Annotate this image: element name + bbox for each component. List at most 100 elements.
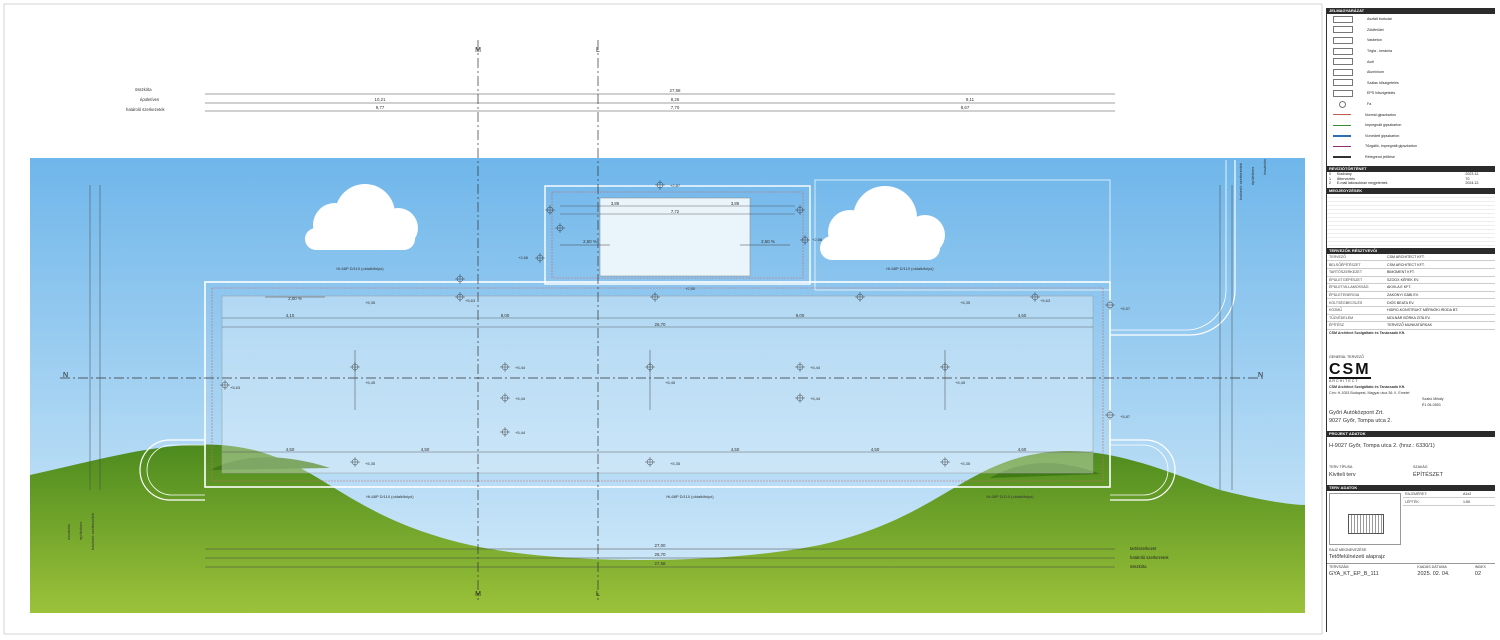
elev-label-22: +5,35	[960, 461, 971, 466]
general-designer-label: GENERÁL TERVEZŐ	[1329, 354, 1364, 359]
access-road	[1110, 160, 1236, 336]
legend-swatch	[1333, 156, 1351, 158]
slope-arrows	[265, 244, 946, 410]
legend-label: Rétegrend jelölése	[1365, 154, 1395, 159]
phase-label: TERV TÍPUSA	[1329, 465, 1353, 470]
sheet-size-value: A1x2	[1463, 492, 1472, 497]
row-a-dim-4: 4,60	[1018, 313, 1027, 318]
legend-label: Fa	[1367, 101, 1372, 106]
office-label: CSM Architect Szolgáltató és Tanácsadó K…	[1329, 330, 1406, 335]
designer-role: TERVEZŐ	[1329, 255, 1346, 260]
legend-item: Normál gipszkarton	[1327, 109, 1495, 120]
designer-role: ÉPÜLETENERGIA	[1329, 293, 1360, 298]
side-label-building: épületíves	[78, 522, 83, 540]
discipline-block: SZAKÁG ÉPÍTÉSZET	[1411, 464, 1495, 478]
dim-row3-a: 9,77	[376, 105, 385, 110]
designer-architect-row: ÉPÍTÉSZ TERVEZŐ MUNKATÁRSAK	[1327, 322, 1495, 330]
legend-item: Zöldfelület	[1327, 25, 1495, 36]
phase-block: TERV TÍPUSA Kiviteli terv	[1327, 464, 1411, 478]
revision-text: Kiadvány	[1336, 172, 1352, 177]
signature-no: É1 08-0553	[1422, 403, 1441, 408]
dim-row2-b: 8,26	[671, 97, 680, 102]
legend-item: Vízvédett gipszkarton	[1327, 131, 1495, 142]
scale-value: 1:50	[1463, 499, 1470, 504]
index-label: INDEX	[1474, 565, 1486, 570]
company-name: CSM Architect Szolgáltató és Tanácsadó K…	[1329, 385, 1406, 389]
elev-label-20: +5,35	[365, 461, 376, 466]
key-plan-highlight	[1348, 513, 1384, 534]
legend-item: Alumínium	[1327, 67, 1495, 78]
dim-label-envelope: határoló szerkezetek	[126, 107, 166, 112]
date-value: 2025. 02. 04.	[1417, 571, 1450, 578]
designer-list: TERVEZŐ CSM ARCHITECT KFT.BELSŐÉPÍTÉSZET C…	[1327, 254, 1495, 323]
revision-text: Átterveztés	[1336, 176, 1355, 181]
legend-label: Acél	[1367, 59, 1374, 64]
hill-left-mound	[210, 457, 330, 470]
index-block: INDEX 02	[1473, 564, 1495, 578]
upper-dim-b: 7,72	[671, 209, 680, 214]
designer-row: BELSŐÉPÍTÉSZET CSM ARCHITECT KFT.	[1327, 261, 1495, 269]
client-name: Győri Autóközpont Zrt.	[1329, 409, 1384, 416]
axis-label-l-bottom: L	[596, 591, 600, 598]
designer-role: KÖZMŰ	[1329, 308, 1342, 313]
scale-row: LÉPTÉK:1:50	[1403, 498, 1495, 507]
elev-label-11: +5,45	[955, 380, 966, 385]
revision-date: 70.	[1465, 176, 1471, 181]
slope-label-3: 2,50 %	[761, 239, 775, 244]
elev-label-8: +5,35	[960, 300, 971, 305]
legend-item: Impregnált gipszkarton	[1327, 120, 1495, 131]
legend-item: Rétegrend jelölése	[1327, 152, 1495, 163]
legend-swatch	[1333, 36, 1353, 44]
dim-row3-b: 7,70	[671, 105, 680, 110]
sheet-size-label: RAJZMÉRET:	[1405, 492, 1428, 497]
legend-item: Tűzgátló, impregnált gipszkarton	[1327, 141, 1495, 152]
drain-label-left: HL68P D/110 (oldalkifolyó)	[336, 266, 384, 271]
designer-role: KÖLTSÉGBECSLÉS	[1329, 300, 1363, 305]
legend-swatch	[1333, 26, 1353, 34]
designer-role: ÉPÜLETGÉPÉSZET	[1329, 277, 1363, 282]
legend-label: Tégla - kerámia	[1367, 49, 1392, 54]
row-a-dim-1: 4,10	[286, 313, 295, 318]
client-address: 9027 Győr, Tompa utca 2.	[1329, 417, 1392, 424]
elev-label-4: +2,50	[685, 286, 696, 291]
designers-title: TERVEZŐK RÉSZTVEVŐI	[1327, 247, 1495, 254]
designer-name: AKVILA E KFT.	[1387, 285, 1412, 290]
legend-label: Normál gipszkarton	[1365, 112, 1396, 117]
revision-no: 0	[1329, 172, 1331, 177]
dim-row3-c: 8,67	[961, 105, 970, 110]
elev-label-2: +2,87	[670, 183, 681, 188]
legend-swatch	[1333, 58, 1353, 66]
legend-title: JELMAGYARÁZAT	[1327, 8, 1495, 14]
designer-role: BELSŐÉPÍTÉSZET	[1329, 262, 1361, 267]
row-a-dim-2: 8,00	[501, 313, 510, 318]
revision-title: REVÍZIÓTÖRTÉNET	[1327, 166, 1495, 173]
bottom-label-1: tartószerkezet	[1130, 546, 1157, 551]
elev-label-5: +5,63	[465, 298, 476, 303]
logo-mark: CSM	[1329, 360, 1371, 379]
side-label-total: összkóta	[66, 523, 71, 540]
legend-item: Szálas hőszigetelés	[1327, 78, 1495, 89]
legend-swatch	[1333, 79, 1353, 87]
drain-label-bottom-right: HL68P D/110 (oldalkifolyó)	[986, 494, 1034, 499]
adjacent-outline	[814, 179, 1111, 291]
cloud-right	[820, 186, 945, 260]
legend-item: Aszfalt burkolat	[1327, 14, 1495, 25]
team-label: TERVEZŐ MUNKATÁRSAK	[1387, 323, 1432, 328]
bottom-dimension-lines	[205, 548, 1115, 568]
phase-value: Kiviteli terv	[1329, 471, 1356, 478]
designer-name: CSM ARCHITECT KFT.	[1387, 262, 1425, 267]
revision-date: 2024.12.	[1465, 181, 1480, 186]
designer-role: ÉPÜLETVILLAMOSSÁG	[1329, 285, 1369, 290]
dim-label-total: összkóta	[135, 87, 152, 92]
drawing-data-row: RAJZMÉRET: A1x2 LÉPTÉK:1:50	[1327, 491, 1495, 547]
drawing-data-title: TERV ADATOK	[1327, 484, 1495, 491]
sheet-border	[3, 3, 1323, 635]
revision-no: 1	[1329, 176, 1331, 181]
legend-label: Vízvédett gipszkarton	[1365, 133, 1400, 138]
legend-swatch	[1333, 113, 1351, 116]
